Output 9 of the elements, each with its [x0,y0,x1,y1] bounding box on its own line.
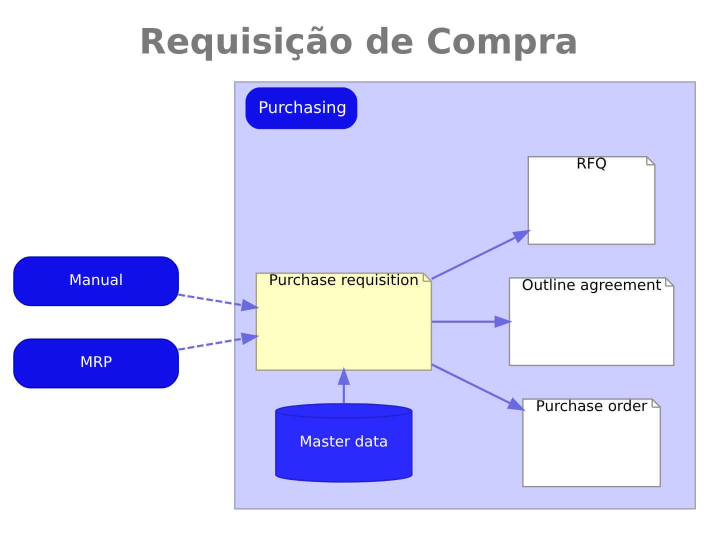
diagram-title: Requisição de Compra [139,22,578,62]
arrow [432,314,512,328]
arrow [338,366,350,404]
node-box: MRP [13,338,179,388]
arrow [178,293,260,311]
arrow [178,332,260,350]
arrow [431,229,532,280]
arrow [431,362,526,410]
node-box: Manual [13,256,179,306]
